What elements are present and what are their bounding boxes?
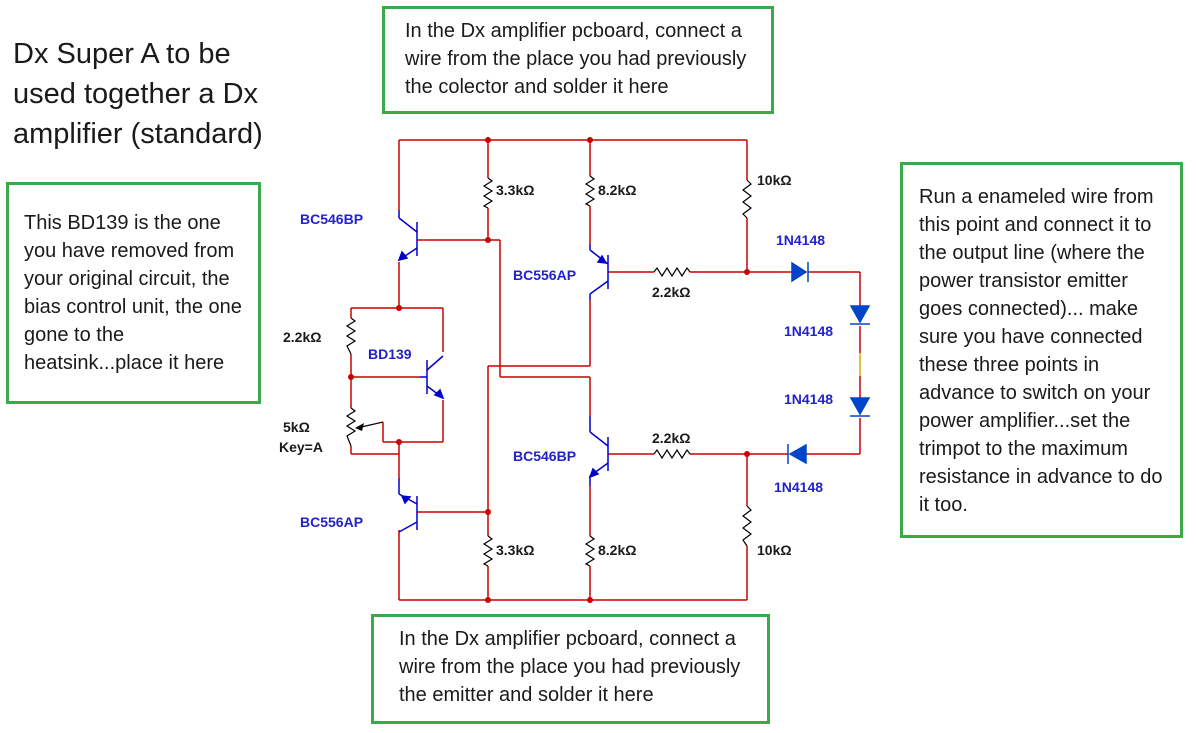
resistor-10k-top bbox=[742, 179, 752, 219]
trimpot-wiper bbox=[355, 421, 384, 432]
label-r-bot-left: 3.3kΩ bbox=[496, 542, 534, 558]
diode-d2 bbox=[849, 305, 871, 325]
note-output-wire-text: Run a enameled wire from this point and … bbox=[919, 186, 1163, 516]
label-d2: 1N4148 bbox=[784, 323, 833, 339]
resistor-3k3-top bbox=[482, 177, 494, 209]
junction-dots bbox=[348, 137, 750, 603]
note-collector: In the Dx amplifier pcboard, connect a w… bbox=[382, 6, 774, 114]
transistor-bd139 bbox=[420, 355, 445, 400]
note-output-wire: Run a enameled wire from this point and … bbox=[900, 162, 1183, 538]
transistor-q1-bc546bp bbox=[397, 210, 418, 262]
diode-d4 bbox=[787, 443, 807, 465]
note-collector-text: In the Dx amplifier pcboard, connect a w… bbox=[405, 20, 747, 98]
note-emitter: In the Dx amplifier pcboard, connect a w… bbox=[371, 614, 770, 724]
label-d3: 1N4148 bbox=[784, 391, 833, 407]
diode-d3 bbox=[849, 397, 871, 417]
resistor-8k2-bottom bbox=[584, 535, 596, 567]
resistor-10k-bottom bbox=[742, 505, 752, 547]
label-bd139: BD139 bbox=[368, 346, 412, 362]
label-trimpot-key: Key=A bbox=[279, 439, 323, 455]
label-d4: 1N4148 bbox=[774, 479, 823, 495]
diode-d1 bbox=[791, 261, 809, 283]
label-r-top-right: 10kΩ bbox=[757, 172, 792, 188]
transistor-q3-bc546bp bbox=[588, 416, 609, 486]
label-q1: BC546BP bbox=[300, 211, 363, 227]
label-r-top-mid: 8.2kΩ bbox=[598, 182, 636, 198]
label-r-mid-top: 2.2kΩ bbox=[652, 284, 690, 300]
label-d1: 1N4148 bbox=[776, 232, 825, 248]
resistor-2k2-top bbox=[653, 266, 691, 278]
note-bd139: This BD139 is the one you have removed f… bbox=[6, 182, 261, 404]
transistor-q2-bc556ap bbox=[589, 244, 609, 300]
note-bd139-text: This BD139 is the one you have removed f… bbox=[24, 212, 242, 374]
resistor-3k3-bottom bbox=[482, 535, 494, 567]
resistor-2k2-bias bbox=[345, 317, 357, 355]
page-title: Dx Super A to be used together a Dx ampl… bbox=[13, 38, 263, 150]
label-trimpot: 5kΩ bbox=[283, 419, 310, 435]
label-q4: BC556AP bbox=[300, 514, 363, 530]
wires bbox=[350, 139, 861, 601]
trimpot-5k bbox=[345, 407, 357, 447]
note-emitter-text: In the Dx amplifier pcboard, connect a w… bbox=[399, 628, 741, 706]
label-r-mid-bot: 2.2kΩ bbox=[652, 430, 690, 446]
label-r-bias: 2.2kΩ bbox=[283, 329, 321, 345]
label-r-bot-right: 10kΩ bbox=[757, 542, 792, 558]
transistor-q4-bc556ap bbox=[398, 478, 418, 533]
resistor-2k2-bottom bbox=[653, 448, 691, 460]
label-q2: BC556AP bbox=[513, 267, 576, 283]
label-q3: BC546BP bbox=[513, 448, 576, 464]
label-r-bot-mid: 8.2kΩ bbox=[598, 542, 636, 558]
label-r-top-left: 3.3kΩ bbox=[496, 182, 534, 198]
resistor-8k2-top bbox=[584, 175, 596, 207]
